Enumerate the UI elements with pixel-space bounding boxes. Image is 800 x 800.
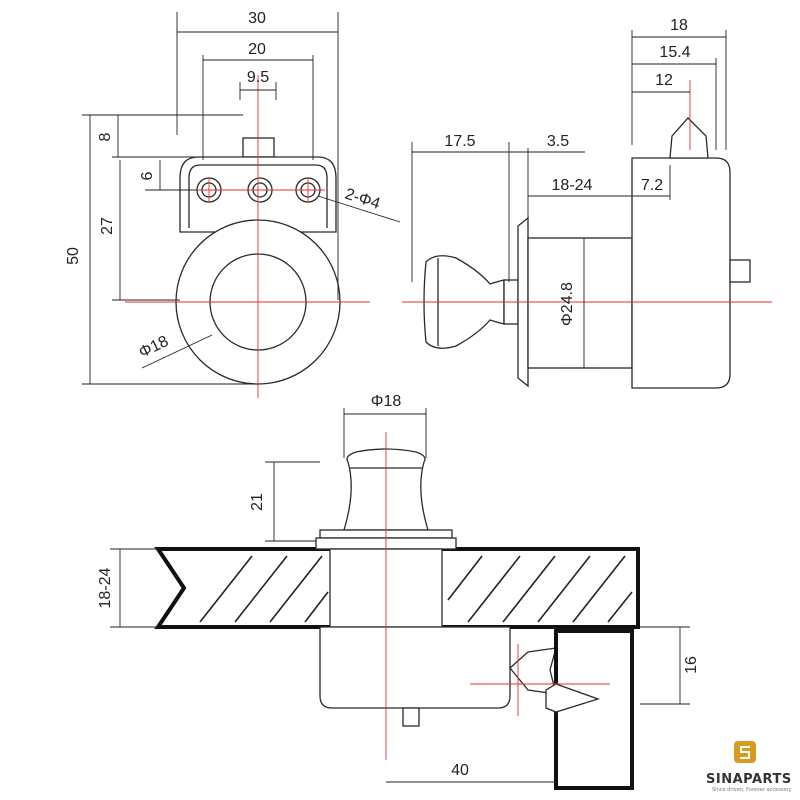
dim-overall-width: 30: [248, 10, 266, 27]
install-bottom-pin: [402, 707, 420, 727]
side-latch-tip: [669, 117, 709, 159]
brand-tagline: Since driven, Forever accessory: [712, 787, 792, 793]
front-plate-inner-outline: [188, 164, 328, 228]
dim-ring-diameter: Φ18: [136, 333, 171, 362]
front-top-pin: [242, 137, 275, 158]
dim-hole-to-center: 27: [99, 217, 116, 235]
side-view: 17.5 3.5 18-24 7.2 18 15.4 12 Φ24.8: [402, 17, 772, 389]
dim-panel-range: 18-24: [552, 177, 593, 194]
brand-logo: SINAPARTS Since driven, Forever accessor…: [706, 741, 792, 793]
hatch-line: [467, 555, 521, 623]
dim-panel-thickness: 18-24: [97, 567, 114, 608]
hatch-line: [269, 555, 323, 623]
hatch-line: [304, 591, 329, 623]
install-latch-cone: [509, 647, 557, 695]
panel-hatching: [199, 555, 633, 623]
brand-name: SINAPARTS: [706, 772, 792, 787]
side-body: [527, 237, 633, 369]
front-view: 30 20 9.5 8 6 27 50 2-Φ4 Φ18: [65, 10, 401, 398]
dim-holes-callout: 2-Φ4: [343, 186, 382, 213]
dim-latch-total: 18: [670, 17, 688, 34]
hatch-line: [199, 555, 253, 623]
dim-ring-leader: [141, 334, 213, 369]
dim-knob-height: 21: [249, 493, 266, 511]
dim-hole-offset: 6: [139, 171, 156, 180]
dim-holes-leader: [317, 195, 401, 223]
s-badge-glyph: [740, 746, 750, 759]
hatch-line: [502, 555, 556, 623]
dim-hole-span: 20: [248, 41, 266, 58]
dim-total-height: 50: [65, 247, 82, 265]
dim-strike-height: 16: [683, 656, 700, 674]
install-lower-housing: [319, 626, 511, 709]
hatch-line: [537, 555, 591, 623]
dim-top-offset: 8: [97, 132, 114, 141]
dim-knob-length: 17.5: [444, 133, 475, 150]
dim-latch-offset: 7.2: [641, 177, 663, 194]
dim-knob-diameter: Φ18: [371, 393, 402, 410]
strike-pin: [545, 683, 601, 713]
dim-latch-mid: 15.4: [659, 44, 690, 61]
strike-plate: [554, 629, 634, 790]
dim-flange: 3.5: [547, 133, 569, 150]
dim-latch-tip: 12: [655, 72, 673, 89]
hatch-line: [234, 555, 288, 623]
dim-center-to-strike: 40: [451, 762, 469, 779]
dim-pin-width: 9.5: [247, 69, 269, 86]
hatch-line: [607, 591, 633, 623]
install-view: Φ18 21 18-24 16 40: [97, 393, 700, 790]
dim-body-diameter: Φ24.8: [559, 282, 576, 326]
side-rear-pin: [729, 259, 751, 283]
hatch-line: [447, 555, 483, 601]
hatch-line: [572, 555, 626, 623]
side-latch-housing: [631, 157, 731, 389]
